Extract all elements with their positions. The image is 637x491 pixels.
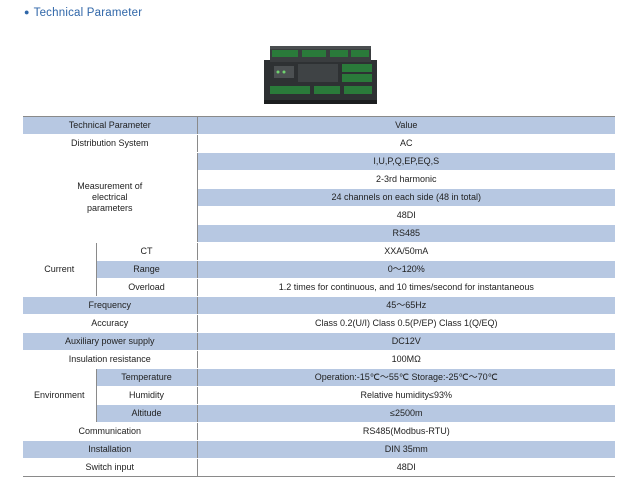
table-row: Frequency 45～65Hz bbox=[23, 296, 616, 315]
row-label: Communication bbox=[23, 422, 198, 441]
row-value: 45～65Hz bbox=[197, 296, 616, 315]
table-row: Measurement of electrical parameters I,U… bbox=[23, 152, 616, 243]
table-row: Insulation resistance 100MΩ bbox=[23, 350, 616, 369]
row-label: Switch input bbox=[23, 458, 198, 477]
table-row: Humidity Relative humidity≤93% bbox=[23, 386, 616, 405]
row-label: Distribution System bbox=[23, 134, 198, 153]
table-row: Distribution System AC bbox=[23, 134, 616, 153]
table-row: Environment Temperature Operation:-15℃～5… bbox=[23, 368, 616, 423]
row-value: 100MΩ bbox=[197, 350, 616, 369]
row-sublabel: Altitude bbox=[96, 404, 198, 423]
table-row: Current CT XXA/50mA bbox=[23, 242, 616, 297]
table-row: Range 0～120% bbox=[23, 260, 616, 279]
row-value: DIN 35mm bbox=[197, 440, 616, 459]
row-value: Operation:-15℃～55℃ Storage:-25℃～70℃ bbox=[197, 368, 616, 387]
row-sublabel: Humidity bbox=[96, 386, 198, 405]
row-value: AC bbox=[197, 134, 616, 153]
table-row: Auxiliary power supply DC12V bbox=[23, 332, 616, 351]
bullet-icon: ● bbox=[24, 7, 30, 17]
row-sublabel: Temperature bbox=[96, 368, 198, 387]
row-value: 0～120% bbox=[197, 260, 616, 279]
row-value: Relative humidity≤93% bbox=[197, 386, 616, 405]
row-value: 1.2 times for continuous, and 10 times/s… bbox=[197, 278, 616, 297]
device-image bbox=[264, 46, 377, 104]
row-label: Insulation resistance bbox=[23, 350, 198, 369]
section-title: Technical Parameter bbox=[33, 7, 143, 19]
row-value: 2-3rd harmonic bbox=[197, 170, 616, 189]
row-label: Measurement of electrical parameters bbox=[23, 152, 198, 243]
section-heading: ●Technical Parameter bbox=[24, 7, 142, 19]
row-value: Class 0.2(U/I) Class 0.5(P/EP) Class 1(Q… bbox=[197, 314, 616, 333]
table-row: Accuracy Class 0.2(U/I) Class 0.5(P/EP) … bbox=[23, 314, 616, 333]
row-label: Accuracy bbox=[23, 314, 198, 333]
table-row: Installation DIN 35mm bbox=[23, 440, 616, 459]
row-sublabel: CT bbox=[96, 242, 198, 261]
technical-parameter-table: Technical Parameter Value Distribution S… bbox=[23, 116, 616, 477]
row-label: Installation bbox=[23, 440, 198, 459]
row-value: 48DI bbox=[197, 206, 616, 225]
table-header-row: Technical Parameter Value bbox=[23, 116, 616, 135]
row-value: RS485 bbox=[197, 224, 616, 243]
table-row: Switch input 48DI bbox=[23, 458, 616, 477]
row-value: I,U,P,Q,EP,EQ,S bbox=[197, 152, 616, 171]
table-row: Overload 1.2 times for continuous, and 1… bbox=[23, 278, 616, 297]
row-label: Current bbox=[23, 242, 97, 297]
row-value: RS485(Modbus-RTU) bbox=[197, 422, 616, 441]
row-label: Environment bbox=[23, 368, 97, 423]
row-value: 48DI bbox=[197, 458, 616, 477]
row-value: XXA/50mA bbox=[197, 242, 616, 261]
row-sublabel: Range bbox=[96, 260, 198, 279]
row-value: DC12V bbox=[197, 332, 616, 351]
row-label: Auxiliary power supply bbox=[23, 332, 198, 351]
header-param: Technical Parameter bbox=[23, 116, 198, 135]
header-value: Value bbox=[197, 116, 616, 135]
table-row: Communication RS485(Modbus-RTU) bbox=[23, 422, 616, 441]
row-value: 24 channels on each side (48 in total) bbox=[197, 188, 616, 207]
table-row: Altitude ≤2500m bbox=[23, 404, 616, 423]
row-sublabel: Overload bbox=[96, 278, 198, 297]
row-label: Frequency bbox=[23, 296, 198, 315]
row-value: ≤2500m bbox=[197, 404, 616, 423]
